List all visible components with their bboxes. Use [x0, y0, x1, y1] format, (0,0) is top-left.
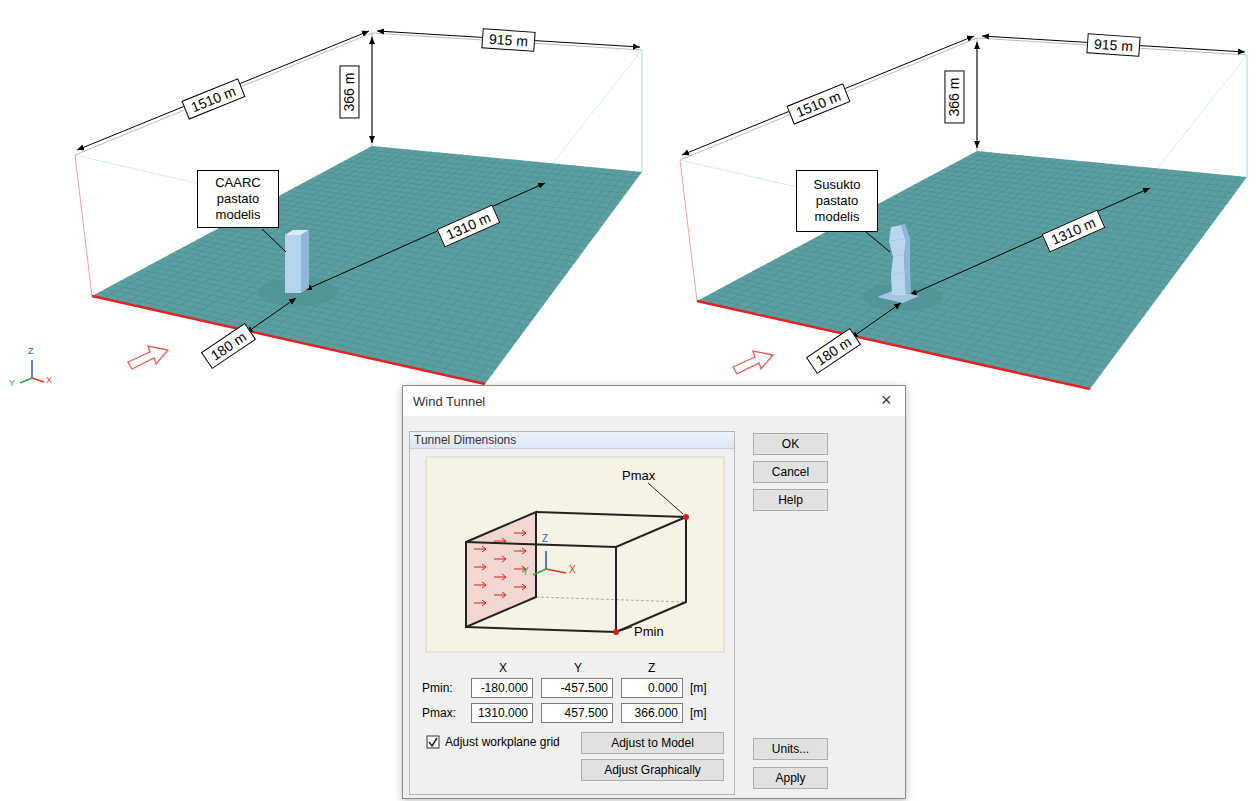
- number-field: 1310.000: [471, 703, 533, 723]
- axis-triad: [20, 360, 44, 383]
- callout-leader: [262, 229, 890, 252]
- node-text: 915 m: [488, 31, 528, 50]
- twisted-building: [877, 224, 919, 303]
- column-header: Y: [574, 661, 582, 675]
- dimension-label: 1510 m: [181, 78, 245, 119]
- dimension-label: 366 m: [339, 66, 359, 119]
- push-button: Adjust to Model: [581, 732, 724, 754]
- number-field: -457.500: [541, 678, 613, 698]
- column-header: X: [499, 661, 507, 675]
- dimension-label: 915 m: [1086, 33, 1140, 57]
- node-text: Cancel: [772, 465, 809, 479]
- node-text: -457.500: [561, 681, 608, 695]
- number-field: 366.000: [621, 703, 683, 723]
- column-header: Z: [648, 661, 655, 675]
- node-text: OK: [782, 437, 799, 451]
- dialog-window: Wind Tunnel Tunnel Dimensions -180.000 -45…: [402, 385, 906, 799]
- axis-label: Z: [28, 346, 34, 356]
- dimension-label: 180 m: [200, 323, 255, 369]
- axis-label: X: [569, 564, 576, 575]
- tunnel-right: [680, 36, 1247, 389]
- group-panel: Tunnel Dimensions -180.000 -457.500 0.000 13…: [409, 431, 735, 795]
- checkbox-label: Adjust workplane grid: [445, 735, 560, 749]
- dimension-label: 366 m: [944, 71, 964, 124]
- node-text: 915 m: [1093, 36, 1133, 55]
- node-text: Susukto pastato modelis: [801, 177, 873, 225]
- close-button: ×: [881, 390, 892, 411]
- axis-label: Y: [522, 566, 529, 577]
- push-button: Cancel: [753, 461, 828, 483]
- node-text: CAARC pastato modelis: [202, 175, 274, 223]
- node-text: Apply: [775, 771, 805, 785]
- node-text: -180.000: [481, 681, 528, 695]
- number-field: -180.000: [471, 678, 533, 698]
- node-text: 366 m: [946, 78, 962, 117]
- node-text: 1310.000: [478, 706, 528, 720]
- axis-label: Y: [9, 378, 15, 388]
- push-button: Units...: [753, 738, 828, 760]
- node-text: 0.000: [648, 681, 678, 695]
- node-text: 366 m: [341, 73, 357, 112]
- row-header: Pmax:: [422, 706, 456, 720]
- number-field: 0.000: [621, 678, 683, 698]
- node-text: 457.500: [565, 706, 608, 720]
- tunnel-left: [75, 31, 642, 384]
- push-button: OK: [753, 433, 828, 455]
- node-text: Units...: [772, 742, 809, 756]
- window-title: Wind Tunnel: [413, 394, 485, 409]
- axis-label: X: [46, 375, 52, 385]
- caarc-building: [285, 230, 309, 293]
- callout-box: Susukto pastato modelis: [796, 170, 878, 232]
- dimension-label: 180 m: [805, 328, 860, 374]
- unit-label: [m]: [690, 681, 707, 695]
- dimension-label: 915 m: [481, 28, 535, 52]
- panel-title: Tunnel Dimensions: [410, 432, 734, 449]
- push-button: Help: [753, 489, 828, 511]
- axis-label: Z: [542, 533, 548, 544]
- node-text: 180 m: [812, 333, 853, 368]
- push-button: Apply: [753, 767, 828, 789]
- corner-label: Pmin: [634, 624, 664, 639]
- dimension-label: 1510 m: [786, 83, 850, 124]
- node-text: 180 m: [207, 328, 248, 363]
- node-text: Help: [778, 493, 803, 507]
- callout-box: CAARC pastato modelis: [197, 170, 279, 228]
- unit-label: [m]: [690, 706, 707, 720]
- row-header: Pmin:: [422, 681, 453, 695]
- push-button: Adjust Graphically: [581, 759, 724, 781]
- node-text: 1510 m: [793, 88, 842, 120]
- corner-label: Pmax: [622, 468, 655, 483]
- node-text: Adjust Graphically: [604, 763, 701, 777]
- node-text: 1510 m: [188, 83, 237, 115]
- node-text: Adjust to Model: [611, 736, 694, 750]
- number-field: 457.500: [541, 703, 613, 723]
- node-text: 366.000: [635, 706, 678, 720]
